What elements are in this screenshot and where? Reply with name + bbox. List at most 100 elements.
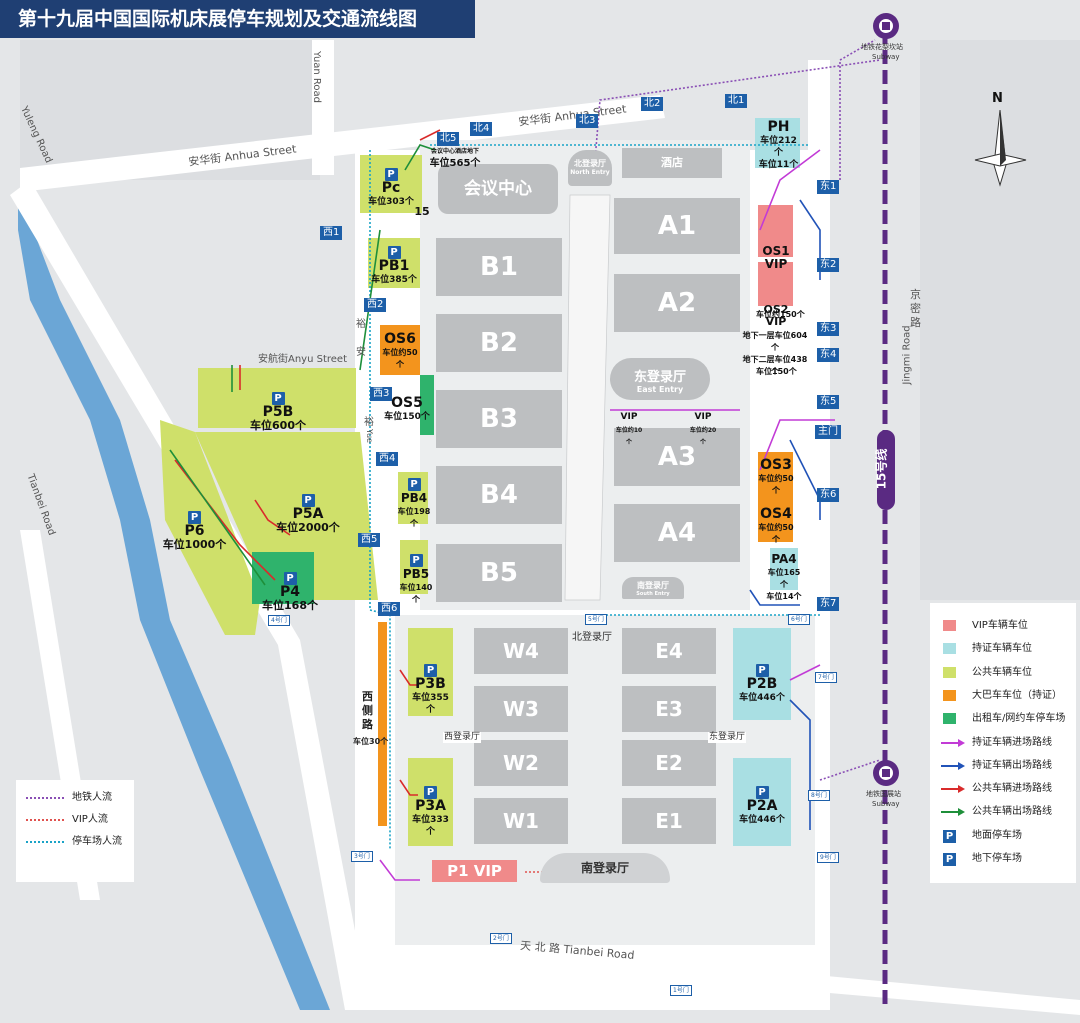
p5a-area [195, 432, 378, 600]
legend-label: VIP车辆车位 [972, 620, 1028, 631]
north-entry-label: 北登录厅 [574, 159, 606, 168]
parking-name: OS5 [391, 395, 423, 411]
legend-label: 公共车辆进场路线 [972, 783, 1052, 795]
south-entry-hall: 南登录厅 [540, 853, 670, 883]
small-gate-3: 3号门 [351, 851, 373, 862]
permit-parking-areas [733, 118, 800, 846]
surface-parking-icon: P [271, 392, 285, 405]
gate-zhumen: 主门 [815, 425, 841, 439]
parking-name: OS3 [760, 457, 792, 473]
west-side-road-capacity: 车位30个 [353, 737, 389, 746]
legend-label: 公共车辆出场路线 [972, 806, 1052, 818]
hall-B1: B1 [436, 238, 562, 296]
legend-label: 持证车辆进场路线 [972, 736, 1052, 748]
parking-capacity: 车位150个 [756, 367, 797, 376]
parking-15: 15 [414, 205, 430, 218]
parking-name: PB1 [378, 258, 410, 274]
surface-parking-icon: P [283, 572, 297, 585]
gate-dong3: 东3 [817, 322, 840, 336]
parking-capacity: 车位约50个 [758, 474, 794, 495]
parking-name: VIP [620, 412, 638, 422]
parking-conference-underground: 会议中心酒店地下 车位565个 [420, 146, 490, 170]
subway-pedestrian-route-south [819, 759, 881, 781]
legend-arrow-icon [941, 738, 965, 747]
north-entry-hall-south-label: 北登录厅 [572, 632, 612, 643]
parking-pa4: PA4 车位165个 车位14个 [766, 552, 802, 603]
hall-W3: W3 [474, 686, 568, 732]
gate-dong7: 东7 [817, 597, 840, 611]
gate-xi3: 西3 [370, 387, 393, 401]
hall-E3: E3 [622, 686, 716, 732]
gate-dong6: 东6 [817, 488, 840, 502]
legend-label: 地面停车场 [972, 829, 1022, 841]
surface-parking-icon: P [409, 554, 423, 567]
parking-os6: OS6 车位约50个 [380, 332, 420, 371]
parking-name: OS6 [384, 331, 416, 347]
parking-os1-vip: OS1 VIP 车位约150个 [756, 207, 805, 359]
parking-capacity: 车位385个 [371, 275, 417, 285]
subway-line-label: 15号线 [874, 448, 889, 490]
pb5-area [400, 540, 428, 594]
surface-parking-icon: P [755, 664, 769, 677]
gate-xi6: 西6 [378, 602, 401, 616]
public-entry-route-p3b [399, 669, 418, 686]
parking-capacity: 车位150个 [384, 412, 430, 422]
subway-station-south-icon [873, 760, 899, 786]
p4-taxi-area [252, 552, 314, 604]
parking-capacity: 车位140个 [399, 583, 433, 604]
os6-area [380, 325, 420, 375]
surface-parking-icon: P [384, 168, 398, 181]
parking-capacity: 车位303个 [368, 197, 414, 207]
small-gate-7: 7号门 [815, 672, 837, 683]
parking-p2b: P P2B 车位446个 [733, 658, 791, 704]
surface-parking-icon: P [407, 478, 421, 491]
public-exit-route-pc [404, 144, 436, 171]
parking-capacity: 车位333个 [412, 815, 449, 837]
legend-label: 大巴车车位（持证） [972, 689, 1062, 701]
parking-name: Pc [381, 180, 401, 196]
surface-parking-icon: P [301, 494, 315, 507]
parking-b1-capacity: 地下一层车位604个 [742, 331, 808, 352]
parking-name: OS4 [760, 506, 792, 522]
subway-north-station-en: Subway [872, 53, 900, 61]
yuleng-road [10, 180, 370, 1010]
legend-label: 地铁人流 [72, 792, 112, 803]
gate-bei5: 北5 [437, 132, 460, 146]
north-entry-label-en: North Entry [570, 169, 610, 176]
parking-pc: P Pc 车位303个 [366, 162, 416, 208]
vip-parking-areas [432, 205, 793, 882]
parking-b2-capacity: 地下二层车位438个 [742, 355, 808, 376]
legend-swatch [943, 666, 956, 678]
parking-pb4: P PB4 车位198个 [394, 472, 434, 530]
subway-south-station-en: Subway [872, 800, 900, 808]
hall-W2: W2 [474, 740, 568, 786]
parking-p4: P P4 车位168个 [260, 566, 320, 612]
parking-name: VIP [694, 412, 712, 422]
os1-area [758, 205, 793, 257]
parking-capacity: 车位198个 [397, 507, 431, 528]
street-label-yu: 裕 [356, 319, 366, 330]
parking-name: P2A [746, 798, 778, 814]
parking-os2-vip: OS2 VIP 车位150个 [756, 266, 797, 416]
surface-parking-icon: P [943, 829, 956, 843]
parking-capacity: 车位168个 [262, 599, 318, 612]
compass-north-label: N [992, 91, 1003, 106]
os2-area [758, 262, 793, 306]
permit-entry-route-2 [759, 419, 835, 471]
parking-name: P6 [184, 523, 205, 539]
parking-p2a: P P2A 车位446个 [733, 780, 791, 826]
parking-name: PH [767, 119, 790, 135]
permit-exit-route-4 [749, 589, 800, 606]
parking-underground-levels: 地下一层车位604个 地下二层车位438个 [740, 330, 810, 378]
hall-B2: B2 [436, 314, 562, 372]
parking-capacity: 车位约50个 [758, 523, 794, 544]
parking-name: PA4 [771, 552, 797, 566]
parking-name: PB4 [400, 491, 428, 505]
river [18, 190, 330, 1010]
legend-label: 持证车辆出场路线 [972, 759, 1052, 771]
east-entry-label: 东登录厅 [633, 370, 686, 385]
hall-B3: B3 [436, 390, 562, 448]
parking-os5: OS5 车位150个 [382, 396, 432, 423]
